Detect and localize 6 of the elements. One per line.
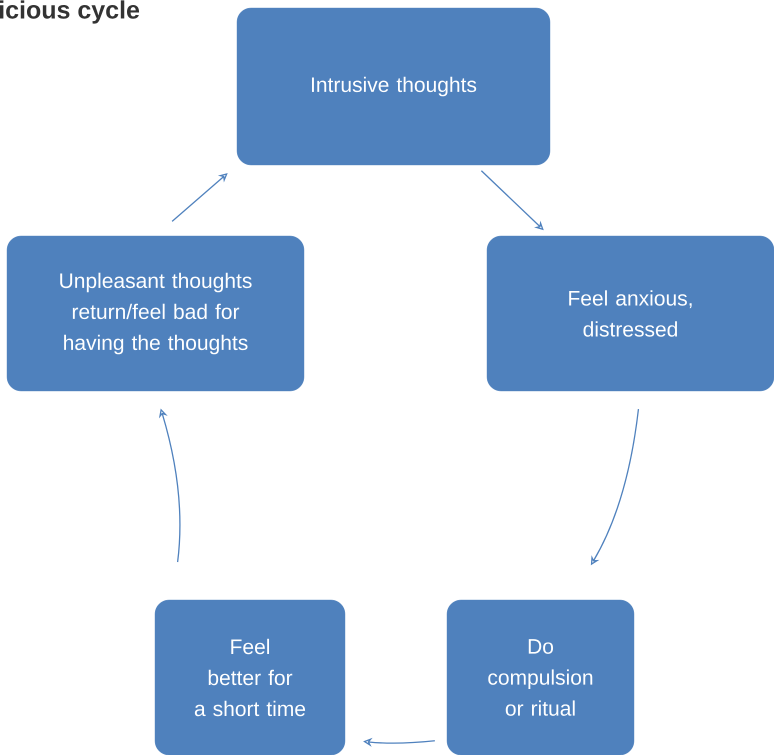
process-box: Feel better for a short time — [154, 600, 346, 755]
process-box: Do compulsion or ritual — [446, 600, 634, 755]
title: icious cycle — [0, 0, 140, 24]
process-box: Intrusive thoughts — [236, 8, 550, 166]
process-box: Feel anxious, distressed — [486, 236, 774, 392]
process-box: Unpleasant thoughts return/feel bad for having the thoughts — [6, 236, 304, 392]
